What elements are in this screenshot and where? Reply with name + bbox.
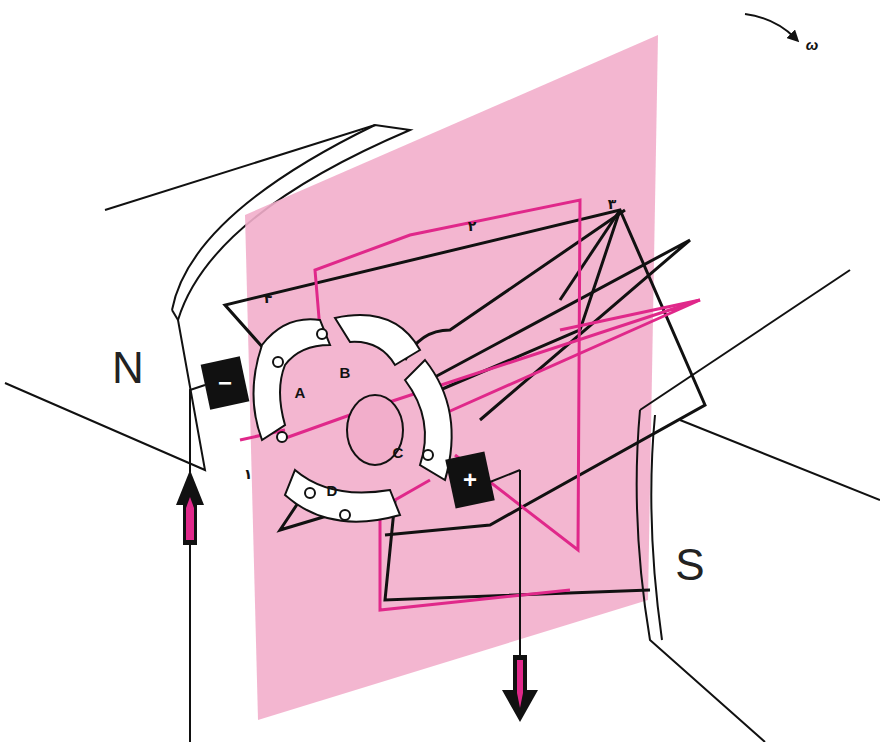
coil-number: ۴ bbox=[264, 291, 273, 305]
coil-plane bbox=[245, 35, 658, 720]
pink-coil bbox=[240, 200, 700, 610]
coil-number: ۳ bbox=[608, 197, 617, 211]
segment-letter: B bbox=[340, 365, 351, 380]
coil-number: ۱ bbox=[244, 467, 253, 481]
negative-brush bbox=[201, 356, 250, 409]
rotation-arrow bbox=[745, 14, 795, 38]
brush-polarity: − bbox=[218, 371, 232, 395]
magnet-pole: S bbox=[675, 543, 704, 587]
black-coil bbox=[225, 210, 705, 600]
south-magnet bbox=[637, 270, 880, 742]
segment-letter: A bbox=[295, 385, 306, 400]
commutator bbox=[254, 315, 452, 522]
coil-number: ۲ bbox=[468, 219, 477, 233]
magnet-pole: N bbox=[112, 346, 144, 390]
current-arrows bbox=[176, 385, 538, 742]
brush-polarity: + bbox=[463, 468, 477, 492]
segment-letter: D bbox=[327, 483, 338, 498]
rotation-symbol: ω bbox=[806, 37, 819, 52]
segment-letter: C bbox=[393, 445, 404, 460]
positive-brush bbox=[445, 451, 495, 508]
